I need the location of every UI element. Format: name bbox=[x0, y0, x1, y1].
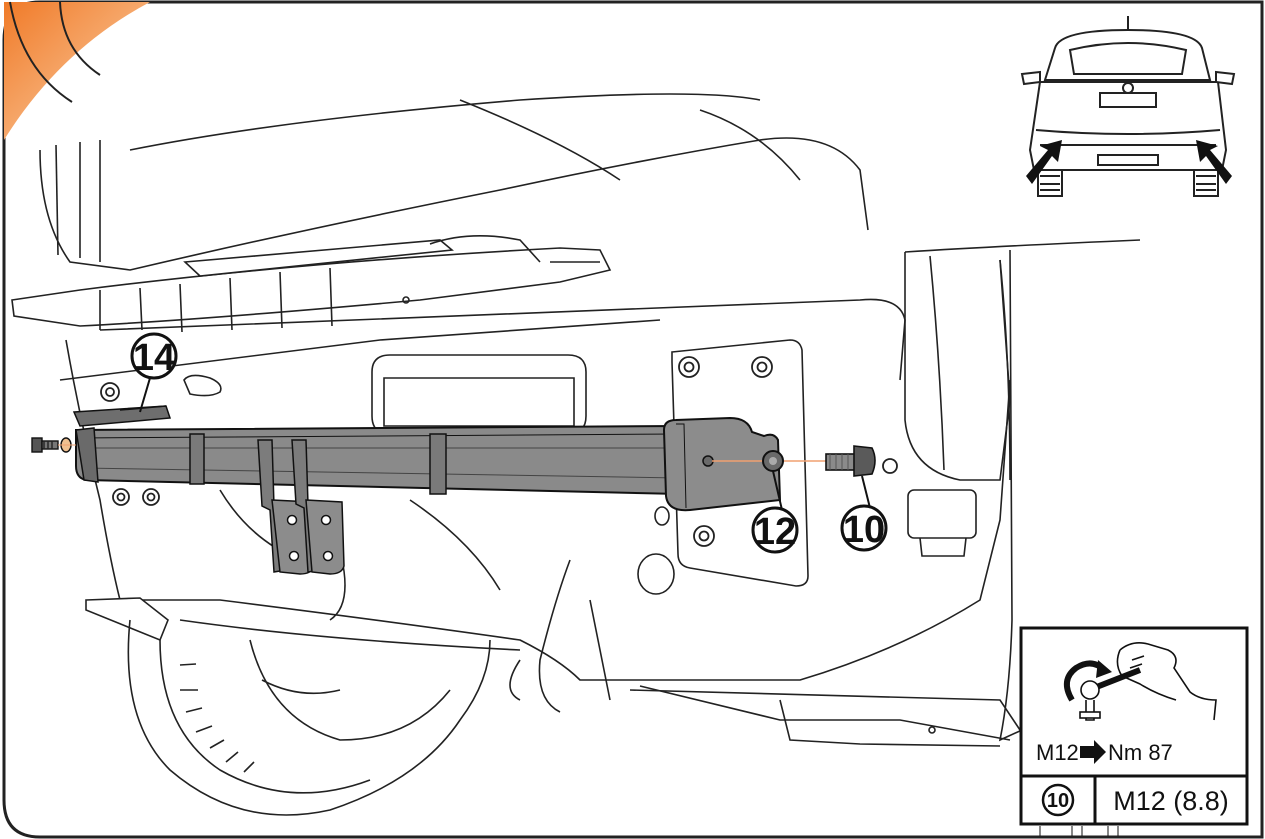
callout-12-label: 12 bbox=[754, 511, 796, 553]
torque-thread: M12 bbox=[1036, 740, 1079, 765]
rotation-arrow-icon bbox=[1063, 660, 1112, 702]
car-rear-view-icon bbox=[1020, 16, 1236, 197]
callout-10-label: 10 bbox=[843, 509, 885, 551]
body-bolts bbox=[100, 356, 898, 547]
leader-lines bbox=[119, 377, 871, 511]
spec-part-number: 10 bbox=[1047, 790, 1069, 812]
left-bolt bbox=[31, 437, 76, 453]
torque-value: Nm 87 bbox=[1108, 740, 1173, 765]
arrow-right-icon bbox=[1080, 740, 1106, 764]
tow-bar-crossbeam bbox=[72, 405, 782, 575]
callout-12: 12 bbox=[751, 506, 799, 554]
callout-14: 14 bbox=[130, 332, 178, 380]
callout-10: 10 bbox=[840, 504, 888, 552]
insert-arrows bbox=[1026, 140, 1232, 184]
washer-12 bbox=[712, 450, 826, 472]
torque-spec-box: M12 Nm 87 10 M12 (8.8) bbox=[1019, 626, 1249, 836]
callout-14-label: 14 bbox=[133, 337, 175, 379]
corner-tab bbox=[4, 1, 150, 140]
wrench-icon bbox=[1079, 642, 1217, 721]
bolt-10 bbox=[825, 445, 876, 477]
spec-bolt-grade: M12 (8.8) bbox=[1113, 786, 1229, 816]
